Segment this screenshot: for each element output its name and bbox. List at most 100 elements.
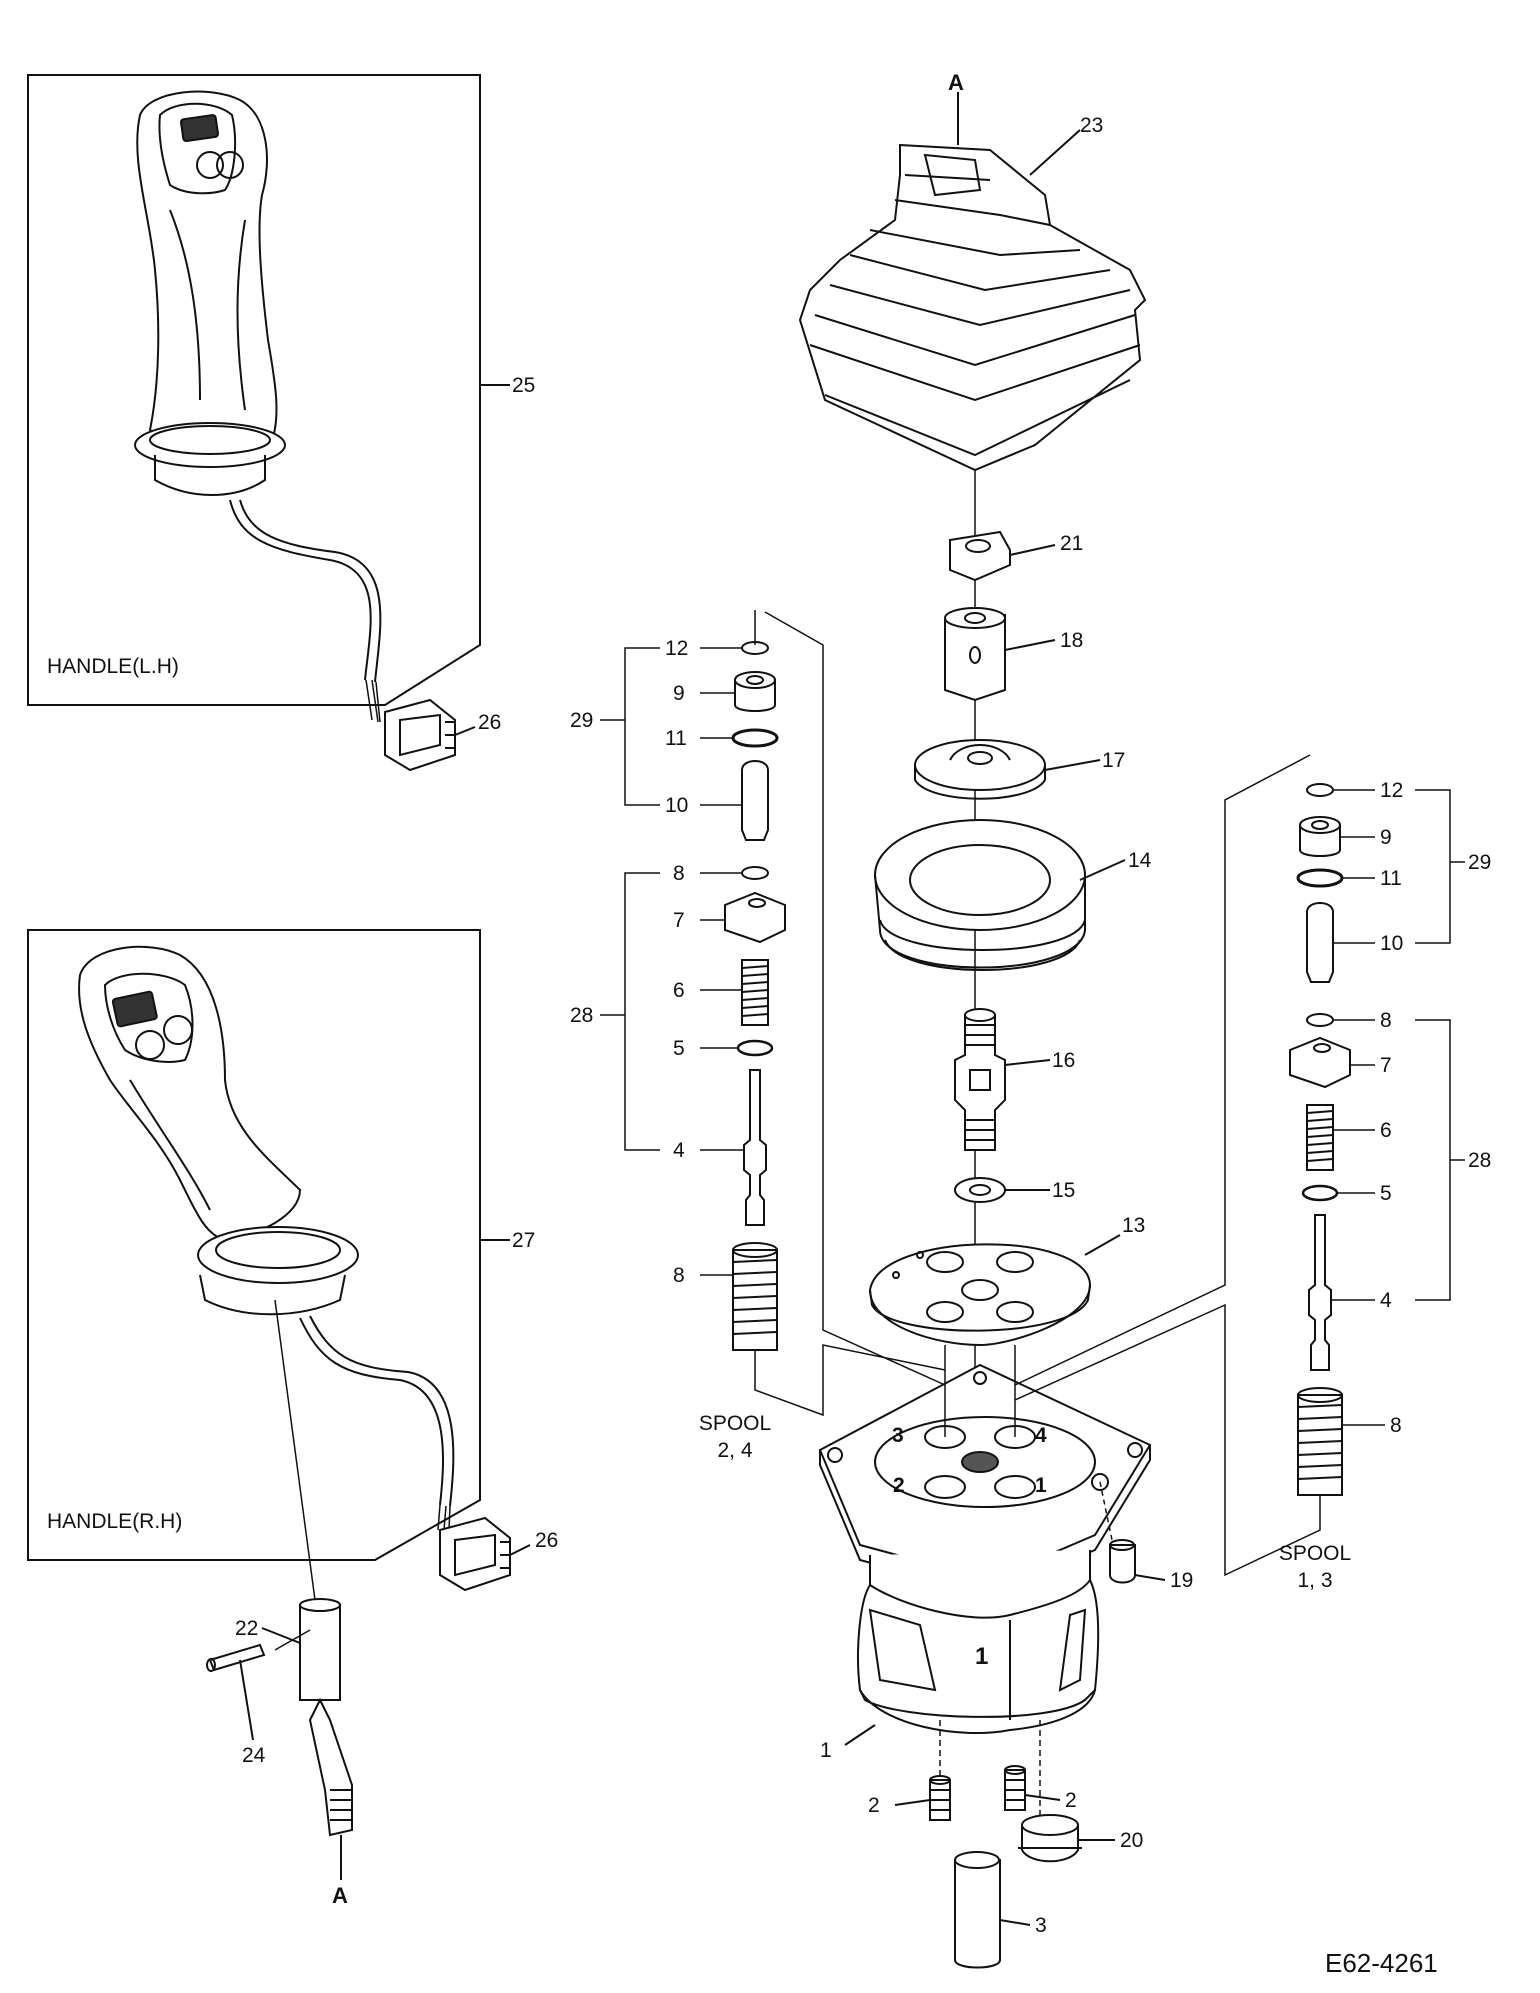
callout-10-right: 10 xyxy=(1380,932,1404,955)
callout-24: 24 xyxy=(242,1744,266,1767)
leader-24 xyxy=(239,1659,254,1741)
callout-11-left: 11 xyxy=(665,727,687,750)
part-20-cap xyxy=(1018,1814,1082,1863)
port-number-1: 1 xyxy=(1035,1474,1047,1497)
part-16-joint xyxy=(954,1008,1006,1151)
spool-left-label: SPOOL 2, 4 xyxy=(690,1410,780,1464)
spool-left-line2: 2, 4 xyxy=(717,1439,753,1462)
leader-13 xyxy=(1084,1234,1121,1256)
callout-26a: 26 xyxy=(478,711,502,734)
port-number-3: 3 xyxy=(892,1424,904,1447)
callout-7-left: 7 xyxy=(673,909,685,932)
part-24-pin xyxy=(206,1643,266,1672)
connector-right xyxy=(439,1516,511,1592)
part-14-cover xyxy=(874,819,1086,971)
callout-9-right: 9 xyxy=(1380,826,1392,849)
callout-15: 15 xyxy=(1052,1179,1076,1202)
callout-10-left: 10 xyxy=(665,794,689,817)
leader-21 xyxy=(1009,544,1056,556)
leader-2b xyxy=(1024,1794,1061,1801)
leader-18 xyxy=(1004,639,1056,651)
part-2-screw-left xyxy=(929,1775,951,1821)
callout-5-left: 5 xyxy=(673,1037,685,1060)
callout-12-right: 12 xyxy=(1380,779,1404,802)
callout-11-right: 11 xyxy=(1380,867,1402,890)
spool-right-stack xyxy=(1289,783,1351,1496)
handle-right-frame xyxy=(27,929,481,1561)
view-marker-bottom: A xyxy=(332,1883,348,1908)
leader-22 xyxy=(261,1627,301,1644)
part-21-nut xyxy=(949,530,1011,582)
handle-left-frame xyxy=(27,74,481,706)
part-15-washer xyxy=(954,1177,1006,1203)
part-18-bushing xyxy=(944,607,1006,702)
spool-left-leaders xyxy=(600,611,946,1417)
callout-2b: 2 xyxy=(1065,1789,1077,1812)
handle-right-grip xyxy=(78,945,455,1531)
spool-left-stack xyxy=(724,610,786,1351)
callout-18: 18 xyxy=(1060,629,1084,652)
callout-5-right: 5 xyxy=(1380,1182,1392,1205)
leader-17 xyxy=(1044,759,1101,771)
centerline-handle xyxy=(274,1299,316,1601)
callout-6-left: 6 xyxy=(673,979,685,1002)
spool-right-leaders xyxy=(1014,754,1465,1577)
callout-8-right-bottom: 8 xyxy=(1390,1414,1402,1437)
port-number-2: 2 xyxy=(893,1474,905,1497)
callout-26b: 26 xyxy=(535,1529,559,1552)
part-3-tube xyxy=(954,1851,1001,1969)
drawing-id: E62-4261 xyxy=(1325,1948,1438,1978)
handle-left-grip xyxy=(134,90,382,723)
part-17-disc xyxy=(914,739,1046,800)
callout-2a: 2 xyxy=(868,1794,880,1817)
callout-21: 21 xyxy=(1060,532,1084,555)
callout-29-right: 29 xyxy=(1468,851,1492,874)
view-marker-top: A xyxy=(948,70,964,95)
callout-8-right-top: 8 xyxy=(1380,1009,1392,1032)
callout-1: 1 xyxy=(820,1739,832,1762)
part-19-plug xyxy=(1109,1539,1136,1584)
callout-17: 17 xyxy=(1102,749,1126,772)
leader-2a xyxy=(894,1799,931,1806)
spool-left-line1: SPOOL xyxy=(698,1412,772,1435)
callout-28-left: 28 xyxy=(570,1004,594,1027)
callout-8-left-bottom: 8 xyxy=(673,1264,685,1287)
spool-right-line2: 1, 3 xyxy=(1297,1569,1333,1592)
callout-4-left: 4 xyxy=(673,1139,685,1162)
callout-8-left-top: 8 xyxy=(673,862,685,885)
callout-23: 23 xyxy=(1080,114,1104,137)
part-22-sleeve xyxy=(299,1598,353,1837)
leader-3 xyxy=(999,1919,1031,1926)
callout-20: 20 xyxy=(1120,1829,1144,1852)
part-2-screw-right xyxy=(1004,1765,1026,1811)
callout-16: 16 xyxy=(1052,1049,1076,1072)
leader-1 xyxy=(844,1724,876,1746)
callout-29-left: 29 xyxy=(570,709,594,732)
callout-7-right: 7 xyxy=(1380,1054,1392,1077)
leader-26b xyxy=(509,1544,531,1556)
port-number-4: 4 xyxy=(1035,1424,1047,1447)
callout-6-right: 6 xyxy=(1380,1119,1392,1142)
leader-16 xyxy=(1004,1059,1051,1066)
callout-14: 14 xyxy=(1128,849,1152,872)
callout-27: 27 xyxy=(512,1229,536,1252)
spool-right-line1: SPOOL xyxy=(1278,1542,1352,1565)
callout-19: 19 xyxy=(1170,1569,1194,1592)
part-1-housing xyxy=(818,1363,1152,1735)
part-23-boot xyxy=(798,143,1147,472)
part-13-plate xyxy=(868,1243,1092,1347)
spool-right-label: SPOOL 1, 3 xyxy=(1270,1540,1360,1594)
callout-22: 22 xyxy=(235,1617,259,1640)
callout-4-right: 4 xyxy=(1380,1289,1392,1312)
leader-26a xyxy=(454,726,476,736)
handle-left-caption: HANDLE(L.H) xyxy=(47,655,179,678)
handle-right-caption: HANDLE(R.H) xyxy=(47,1510,183,1533)
callout-12-left: 12 xyxy=(665,637,689,660)
callout-13: 13 xyxy=(1122,1214,1146,1237)
callout-28-right: 28 xyxy=(1468,1149,1492,1172)
leader-19 xyxy=(1134,1574,1166,1581)
callout-9-left: 9 xyxy=(673,682,685,705)
housing-mark: 1 xyxy=(975,1643,989,1670)
connector-left xyxy=(384,698,456,772)
